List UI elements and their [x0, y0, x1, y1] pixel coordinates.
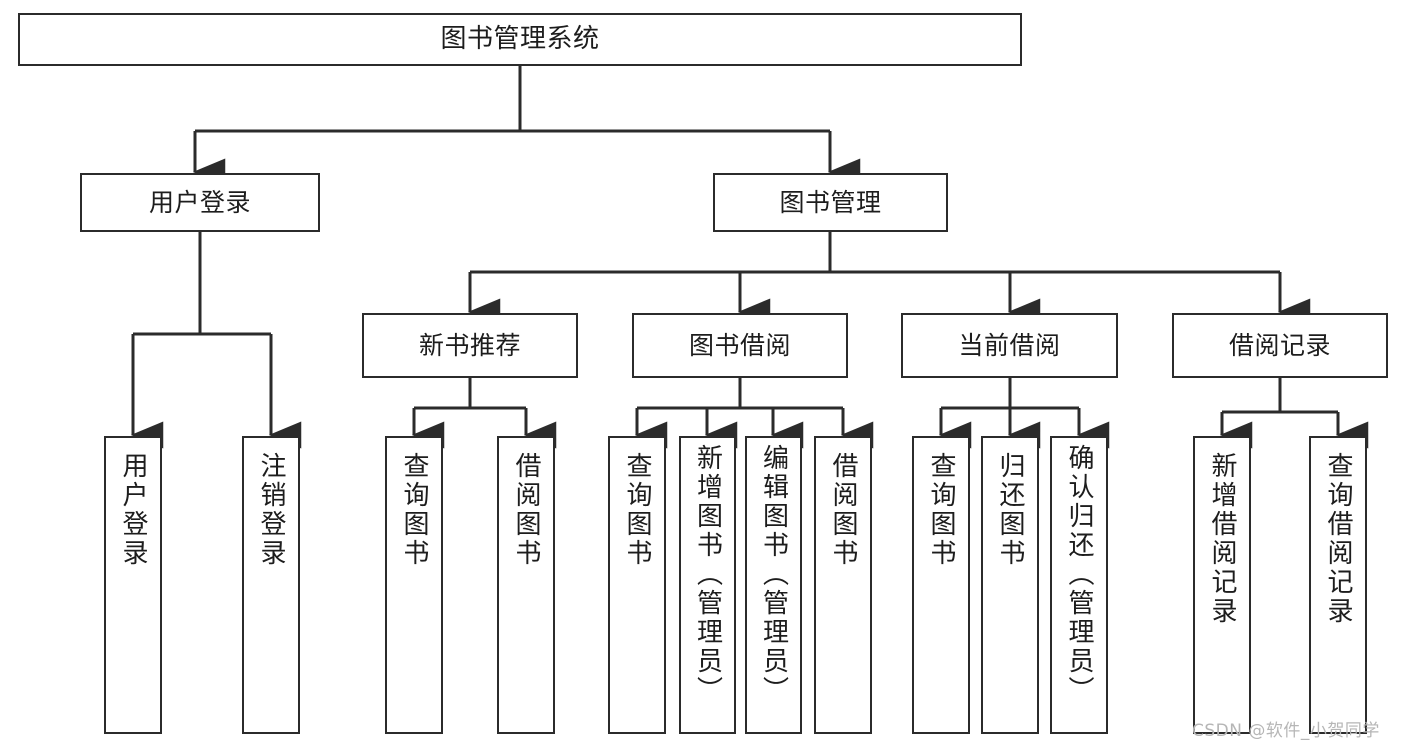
node-new-book-recommend[interactable]: 新书推荐: [362, 313, 578, 378]
csdn-watermark: CSDN @软件_小贺同学: [1192, 721, 1380, 741]
leaf-cb-confirm-return-admin[interactable]: 确认归还（管理员）: [1050, 436, 1108, 734]
leaf-bb-query-book[interactable]: 查询图书: [608, 436, 666, 734]
node-label: 用户登录: [118, 452, 148, 568]
edge-group-borrow-record: [1219, 378, 1369, 449]
node-book-borrow[interactable]: 图书借阅: [632, 313, 848, 378]
leaf-bb-edit-book-admin[interactable]: 编辑图书（管理员）: [745, 436, 802, 734]
node-label: 查询图书: [926, 452, 956, 568]
edge-group-new-book: [411, 378, 557, 449]
node-label: 借阅图书: [511, 452, 541, 568]
leaf-nb-query-book[interactable]: 查询图书: [385, 436, 443, 734]
node-book-management[interactable]: 图书管理: [713, 173, 948, 232]
node-label: 编辑图书（管理员）: [758, 444, 789, 705]
leaf-bb-add-book-admin[interactable]: 新增图书（管理员）: [679, 436, 736, 734]
leaf-cb-query-book[interactable]: 查询图书: [912, 436, 970, 734]
node-label: 新增借阅记录: [1207, 452, 1237, 626]
node-label: 图书管理系统: [440, 23, 600, 54]
edge-group-root: [192, 66, 861, 186]
node-label: 新书推荐: [418, 330, 521, 360]
node-label: 确认归还（管理员）: [1064, 444, 1094, 705]
node-label: 图书借阅: [688, 330, 791, 360]
leaf-nb-borrow-book[interactable]: 借阅图书: [497, 436, 555, 734]
node-user-login[interactable]: 用户登录: [80, 173, 320, 232]
node-label: 查询图书: [399, 452, 429, 568]
edge-group-current-borrow: [938, 378, 1110, 449]
node-current-borrow[interactable]: 当前借阅: [901, 313, 1118, 378]
node-label: 图书管理: [779, 187, 882, 217]
node-label: 借阅图书: [828, 452, 858, 568]
node-label: 新增图书（管理员）: [692, 444, 723, 705]
node-label: 用户登录: [148, 187, 251, 217]
leaf-br-query-record[interactable]: 查询借阅记录: [1309, 436, 1367, 734]
edge-group-book-manage: [467, 232, 1311, 326]
node-label: 借阅记录: [1228, 330, 1331, 360]
node-label: 查询图书: [622, 452, 652, 568]
leaf-br-add-record[interactable]: 新增借阅记录: [1193, 436, 1251, 734]
node-label: 查询借阅记录: [1323, 452, 1353, 626]
leaf-user-login[interactable]: 用户登录: [104, 436, 162, 734]
leaf-logout[interactable]: 注销登录: [242, 436, 300, 734]
node-borrow-record[interactable]: 借阅记录: [1172, 313, 1388, 378]
edge-group-user-login: [130, 232, 302, 449]
leaf-cb-return-book[interactable]: 归还图书: [981, 436, 1039, 734]
leaf-bb-borrow-book[interactable]: 借阅图书: [814, 436, 872, 734]
node-label: 当前借阅: [958, 330, 1061, 360]
node-label: 注销登录: [256, 452, 286, 568]
node-root-book-management-system[interactable]: 图书管理系统: [18, 13, 1022, 66]
edge-group-book-borrow: [634, 378, 874, 449]
node-label: 归还图书: [995, 452, 1025, 568]
